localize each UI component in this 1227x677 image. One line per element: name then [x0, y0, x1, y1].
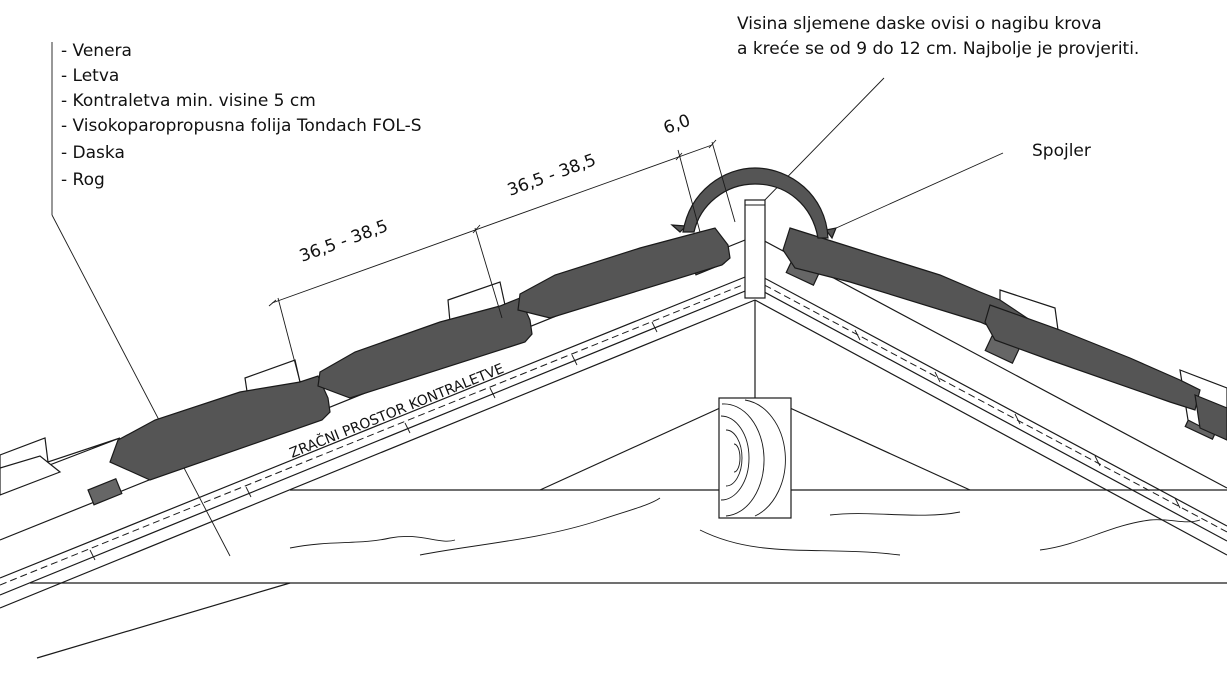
- wood-ring: [725, 429, 743, 487]
- rafter-bottom-edge: [36, 582, 291, 659]
- board-joint: [571, 354, 578, 366]
- roof-tile: [317, 297, 533, 399]
- wood-grain: [829, 511, 961, 516]
- wood-grain: [289, 535, 456, 549]
- ridge-board-note: Visina sljemene daske ovisi o nagibu kro…: [737, 14, 1139, 59]
- wood-grain: [1039, 519, 1201, 551]
- dimension-label-2: 36,5 - 38,5: [505, 150, 599, 200]
- dimension-extension: [677, 149, 701, 233]
- dimension-line: [271, 144, 713, 304]
- leader-legend-line: [51, 214, 231, 557]
- wood-grain: [699, 529, 901, 556]
- roof-tile: [517, 227, 731, 319]
- dimension-label-1: 36,5 - 38,5: [297, 216, 391, 266]
- legend-item-daska: - Daska: [61, 143, 125, 163]
- right-tiles: [782, 227, 1227, 441]
- tile-edge: [0, 455, 62, 496]
- board-joint: [245, 486, 252, 498]
- right-rafter-top-line: [754, 299, 1227, 556]
- wood-ring: [744, 399, 786, 517]
- board-joint: [489, 387, 496, 399]
- dimension-extension: [474, 227, 503, 319]
- board-joint: [89, 549, 96, 561]
- board-joint: [854, 329, 861, 341]
- truss: [289, 300, 1227, 584]
- truss-left-brace: [539, 407, 721, 491]
- leader-spojler-line: [833, 152, 1004, 230]
- note-line-1: Visina sljemene daske ovisi o nagibu kro…: [737, 14, 1102, 34]
- left-rafter-top-line: [0, 299, 756, 609]
- wood-ring: [721, 403, 765, 517]
- dimension-extension: [277, 297, 301, 383]
- legend-item-kontraletva: - Kontraletva min. visine 5 cm: [61, 91, 316, 111]
- legend-item-folija: - Visokoparopropusna folija Tondach FOL-…: [61, 116, 422, 136]
- legend-item-letva: - Letva: [61, 66, 119, 86]
- board-joint: [934, 371, 941, 383]
- dimension-extension: [711, 141, 736, 223]
- left-counterbatten-bottom: [0, 272, 756, 579]
- ridge-board: [744, 199, 766, 299]
- board-joint: [404, 422, 411, 434]
- dimension-ticks: [268, 139, 717, 307]
- legend: - Venera - Letva - Kontraletva min. visi…: [51, 41, 422, 215]
- right-counterbatten-bottom: [754, 272, 1227, 527]
- legend-item-venera: - Venera: [61, 41, 132, 61]
- wood-ring: [733, 443, 741, 473]
- wood-grain: [419, 497, 661, 556]
- roof-tile: [109, 375, 331, 481]
- legend-item-rog: - Rog: [61, 170, 105, 190]
- roof-tile: [1194, 394, 1227, 441]
- board-joint: [1014, 413, 1021, 425]
- left-foil-line: [0, 279, 756, 586]
- left-slope-layers: [0, 235, 756, 659]
- left-board-line: [0, 286, 756, 596]
- wood-ring: [720, 415, 750, 501]
- truss-right-brace: [789, 407, 971, 491]
- right-board-line: [754, 286, 1227, 542]
- ridge: [682, 167, 829, 299]
- board-joint: [1094, 455, 1101, 467]
- board-joint: [1174, 497, 1181, 509]
- board-joint: [651, 321, 658, 333]
- spojler-label: Spojler: [1032, 141, 1091, 161]
- left-tiles: [0, 224, 731, 506]
- roof-tile: [984, 304, 1201, 411]
- ridge-tile: [682, 167, 829, 239]
- dimension-label-ridge: 6,0: [661, 111, 693, 139]
- purlin-cross-section: [718, 397, 792, 519]
- note-line-2: a kreće se od 9 do 12 cm. Najbolje je pr…: [737, 39, 1139, 59]
- tile-nose: [824, 227, 837, 240]
- batten: [87, 477, 123, 506]
